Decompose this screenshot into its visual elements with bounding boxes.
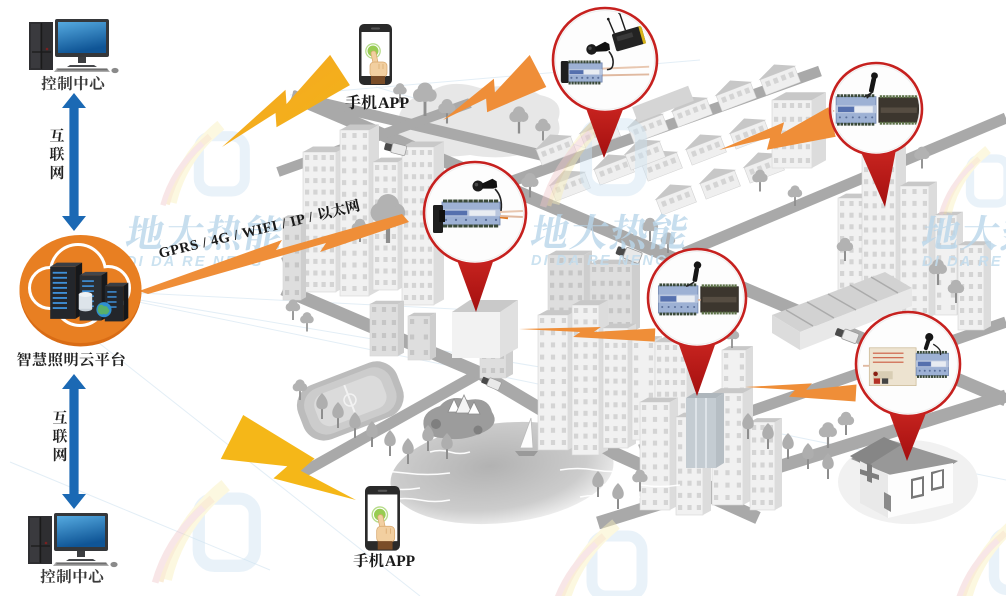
svg-text:DI DA RE NENG: DI DA RE NENG — [531, 253, 669, 269]
svg-text:DI DA RE NENG: DI DA RE NENG — [922, 254, 1006, 270]
svg-text:APP: APP — [378, 95, 409, 112]
svg-text:APP: APP — [385, 553, 416, 570]
